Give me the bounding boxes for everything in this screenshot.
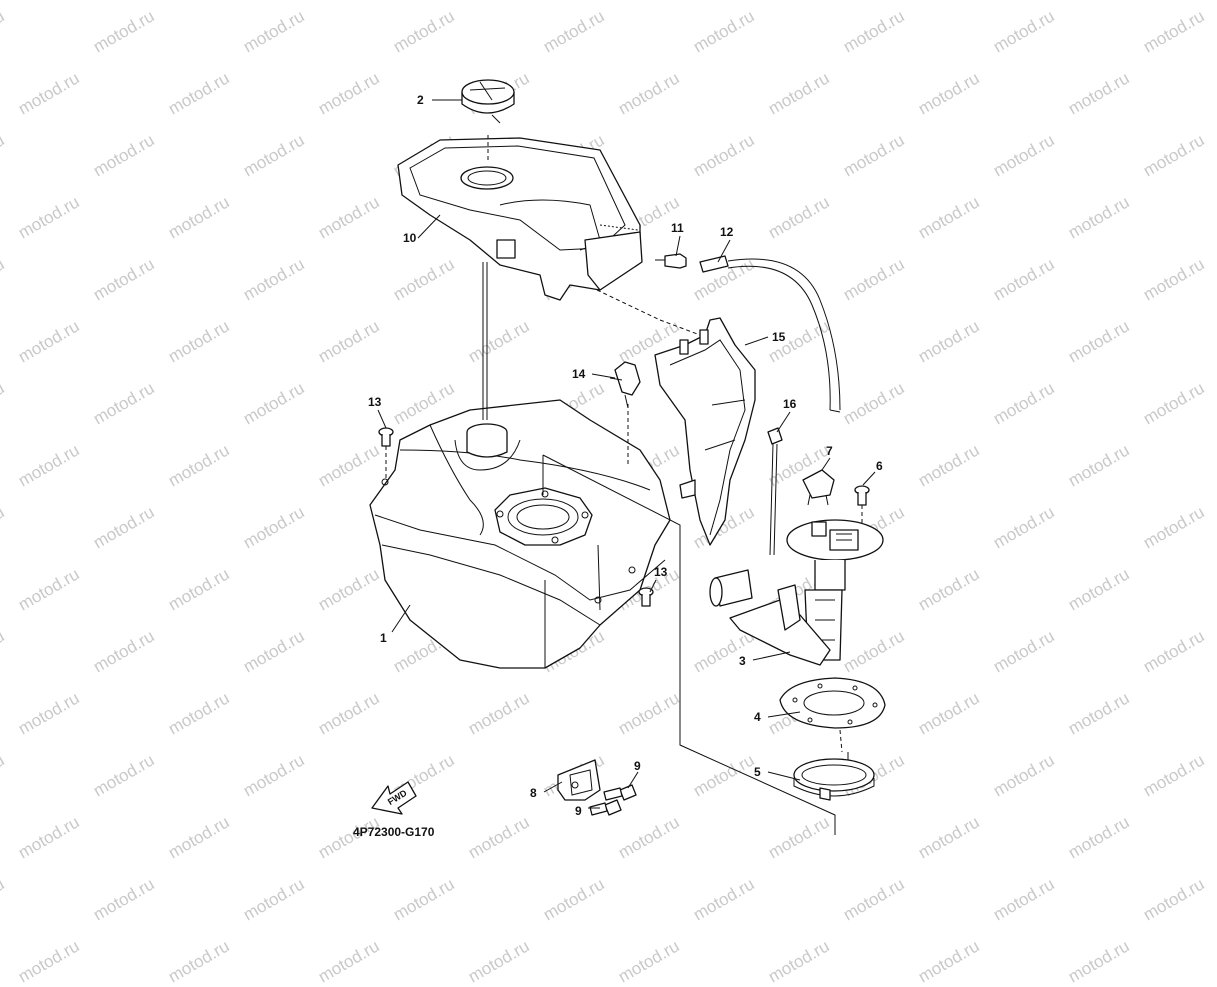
- callout-5: 5: [754, 765, 761, 779]
- watermark-text: motod.ru: [165, 936, 233, 987]
- callout-9-upper: 9: [634, 759, 641, 773]
- watermark-text: motod.ru: [1065, 936, 1133, 987]
- callout-4: 4: [754, 710, 761, 724]
- watermark-text: motod.ru: [615, 936, 683, 987]
- diagram-canvas: motod.ru motod.ru motod.ru motod.ru motod.ru…: [0, 6, 1208, 986]
- part-2-fuel-cap: [461, 79, 515, 124]
- callout-13-lower: 13: [654, 565, 668, 579]
- callout-6: 6: [876, 459, 883, 473]
- part-7-clip: [802, 469, 835, 506]
- part-11-fitting: [655, 253, 687, 269]
- watermark-text: motod.ru: [315, 936, 383, 987]
- callout-15: 15: [772, 330, 786, 344]
- part-5-ring: [793, 752, 875, 801]
- callout-9-lower: 9: [575, 804, 582, 818]
- part-13-bolt-upper: [378, 427, 394, 478]
- watermark-text: motod.ru: [465, 936, 533, 987]
- part-4-gasket: [779, 677, 886, 729]
- callout-16: 16: [783, 397, 797, 411]
- leader-lines: [377, 99, 876, 809]
- callout-2: 2: [417, 93, 424, 107]
- callout-12: 12: [720, 225, 734, 239]
- part-9-bolts: [589, 784, 637, 816]
- part-1-fuel-tank: [369, 399, 671, 669]
- watermark-text: motod.ru: [915, 936, 983, 987]
- reference-lines: [482, 135, 843, 835]
- part-14-clip: [609, 361, 641, 409]
- callouts: 2 10 11 12 15 14 13 16 7 6 13 1 3 4 5 8 …: [368, 93, 883, 818]
- part-10-tank-cover: [397, 137, 643, 301]
- callout-10: 10: [403, 231, 417, 245]
- part-16-cable-tie: [767, 427, 783, 556]
- part-6-screw: [854, 485, 870, 525]
- callout-11: 11: [671, 221, 684, 235]
- callout-14: 14: [572, 367, 586, 381]
- fwd-arrow: FWD: [371, 781, 417, 815]
- part-3-fuel-pump: [709, 519, 884, 666]
- callout-7: 7: [826, 444, 833, 458]
- callout-3: 3: [739, 654, 746, 668]
- part-12-hose: [699, 255, 841, 413]
- watermark-text: motod.ru: [15, 936, 83, 987]
- watermark-text: motod.ru: [765, 936, 833, 987]
- fuel-tank-exploded-diagram: 2 10 11 12 15 14 13 16 7 6 13 1 3 4 5 8 …: [353, 79, 886, 839]
- part-13-bolt-lower: [638, 587, 654, 607]
- callout-8: 8: [530, 786, 537, 800]
- part-15-bracket: [654, 317, 756, 546]
- diagram-code: 4P72300-G170: [353, 825, 435, 839]
- callout-1: 1: [380, 631, 387, 645]
- callout-13-upper: 13: [368, 395, 382, 409]
- part-8-bracket: [557, 759, 601, 801]
